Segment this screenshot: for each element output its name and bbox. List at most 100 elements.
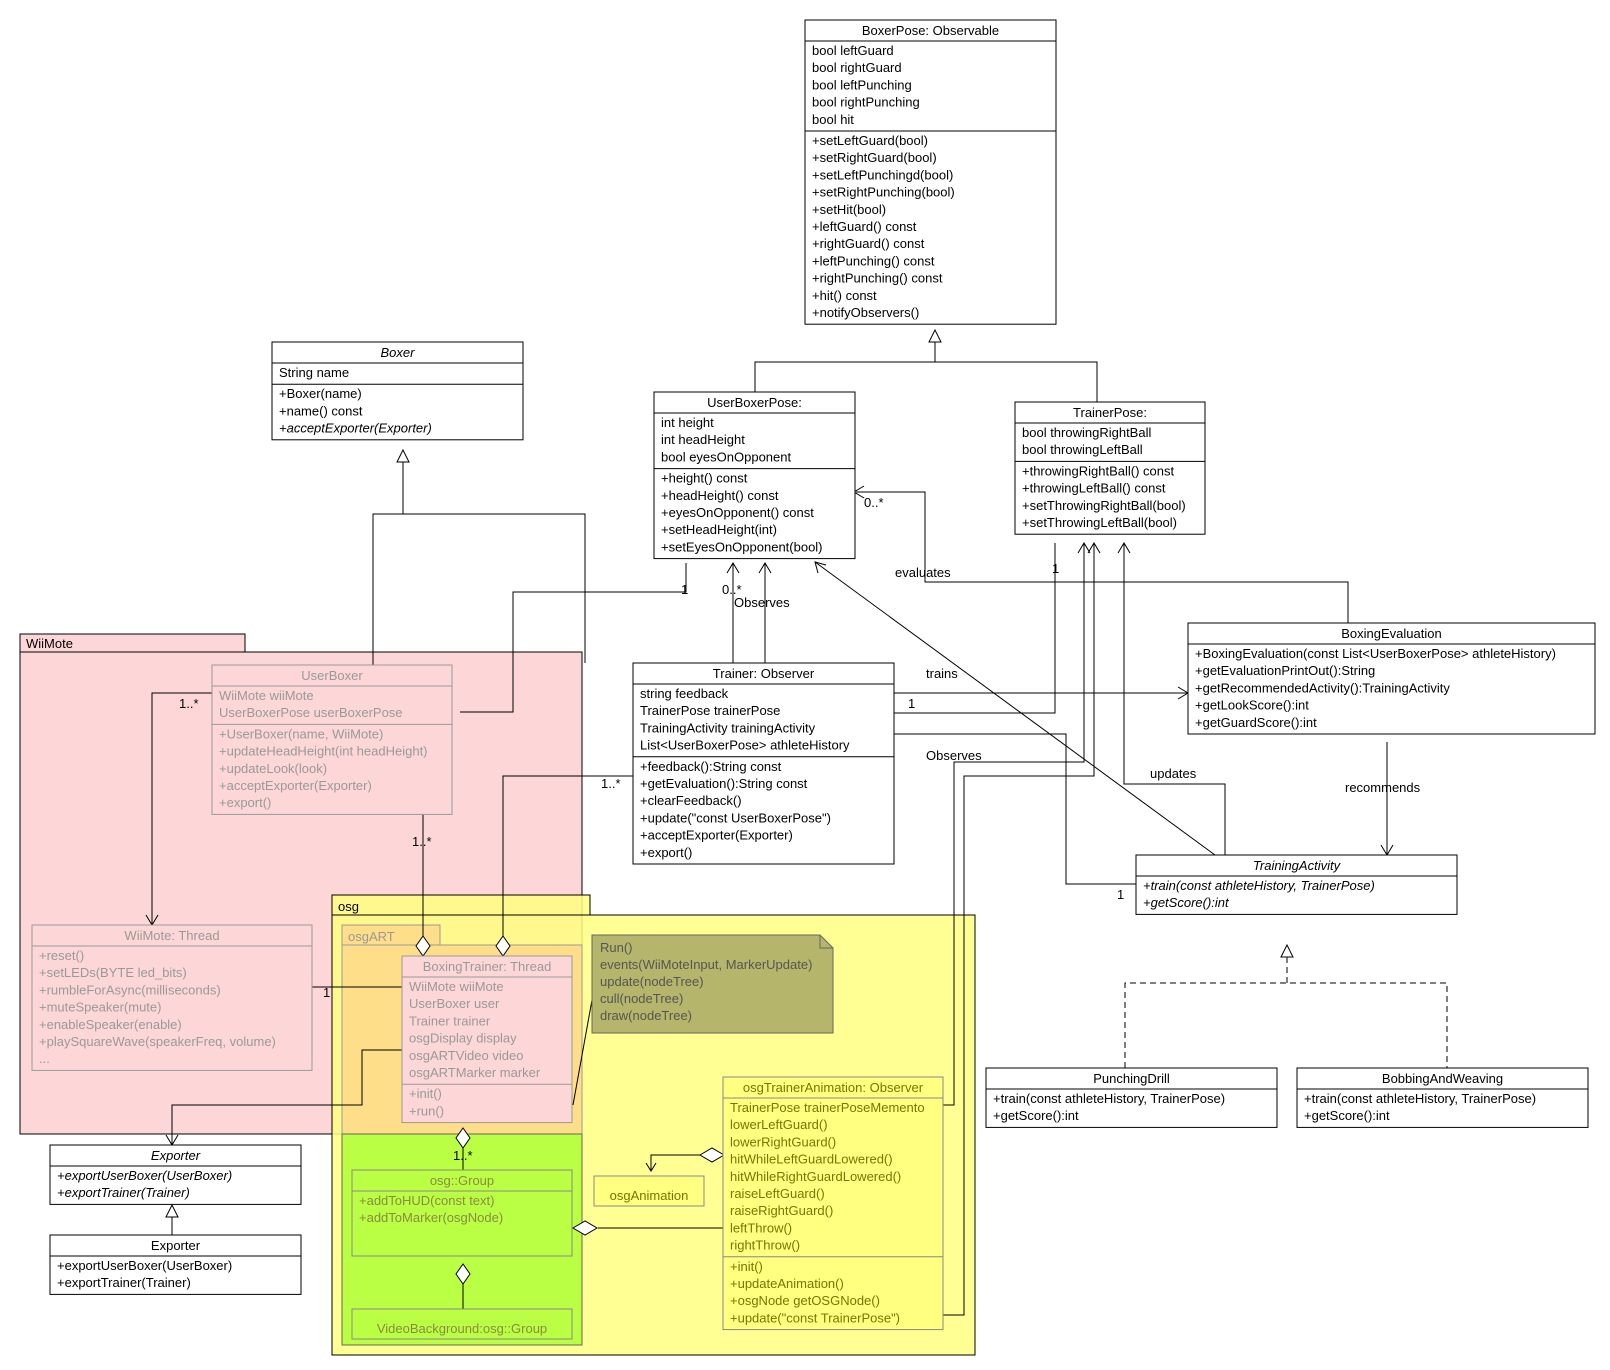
class-attribute: raiseRightGuard(): [730, 1203, 833, 1218]
class-attribute: WiiMote wiiMote: [409, 979, 504, 994]
class-method: +acceptExporter(Exporter): [640, 828, 793, 843]
class-method: +notifyObservers(): [812, 305, 919, 320]
class-title: osgAnimation: [610, 1188, 689, 1203]
class-method: +addToHUD(const text): [359, 1193, 494, 1208]
evaluates-link: [856, 491, 1349, 623]
note-line: draw(nodeTree): [600, 1008, 692, 1023]
class-attribute: string feedback: [640, 686, 729, 701]
class-attribute: bool hit: [812, 112, 854, 127]
class-attribute: osgARTMarker marker: [409, 1065, 541, 1080]
class-attribute: osgARTVideo video: [409, 1048, 523, 1063]
class-title: Trainer: Observer: [713, 666, 815, 681]
note-line: events(WiiMoteInput, MarkerUpdate): [600, 957, 812, 972]
class-method: +export(): [640, 845, 692, 860]
class-attribute: int headHeight: [661, 432, 745, 447]
class-method: +getEvaluation():String const: [640, 776, 808, 791]
class-method: +setLEDs(BYTE led_bits): [39, 965, 187, 980]
label-updates: updates: [1150, 766, 1197, 781]
class-method: +getScore():int: [1143, 895, 1230, 910]
label-trains: trains: [926, 666, 958, 681]
class-method: +exportUserBoxer(UserBoxer): [57, 1168, 232, 1183]
class-exporter-abstract: Exporter+exportUserBoxer(UserBoxer)+expo…: [49, 1144, 302, 1205]
class-attribute: lowerLeftGuard(): [730, 1117, 828, 1132]
label-m-1-c: 1: [908, 696, 915, 711]
class-attribute: bool rightPunching: [812, 95, 920, 110]
class-osg-group: osg::Group+addToHUD(const text)+addToMar…: [351, 1169, 573, 1257]
class-method: +update("const UserBoxerPose"): [640, 810, 831, 825]
class-attribute: bool eyesOnOpponent: [661, 449, 791, 464]
class-title: TrainingActivity: [1253, 858, 1342, 873]
class-method: +UserBoxer(name, WiiMote): [219, 726, 383, 741]
label-observes-1: Observes: [734, 595, 790, 610]
package-wiimote-label: WiiMote: [26, 636, 73, 651]
class-title: Exporter: [151, 1238, 201, 1253]
class-method: +train(const athleteHistory, TrainerPose…: [993, 1091, 1225, 1106]
class-method: +train(const athleteHistory, TrainerPose…: [1304, 1091, 1536, 1106]
class-attribute: osgDisplay display: [409, 1031, 517, 1046]
class-method: ...: [39, 1051, 50, 1066]
class-method: +Boxer(name): [279, 386, 362, 401]
class-attribute: rightThrow(): [730, 1238, 800, 1253]
class-attribute: TrainerPose trainerPoseMemento: [730, 1100, 925, 1115]
label-evaluates: evaluates: [895, 565, 951, 580]
pose-generalization-link: [754, 361, 1098, 402]
class-attribute: List<UserBoxerPose> athleteHistory: [640, 738, 850, 753]
class-method: +getScore():int: [1304, 1108, 1390, 1123]
class-method: +exportTrainer(Trainer): [57, 1185, 190, 1200]
class-method: +throwingRightBall() const: [1022, 463, 1174, 478]
class-method: +getScore():int: [993, 1108, 1079, 1123]
class-method: +playSquareWave(speakerFreq, volume): [39, 1034, 276, 1049]
class-title: BoxerPose: Observable: [862, 23, 999, 38]
class-title: osg::Group: [430, 1173, 494, 1188]
class-method: +setThrowingRightBall(bool): [1022, 498, 1186, 513]
note-line: cull(nodeTree): [600, 991, 683, 1006]
class-method: +acceptExporter(Exporter): [219, 778, 372, 793]
class-method: +reset(): [39, 948, 84, 963]
trainer-pose-link: [830, 543, 1056, 714]
updates-link: [1123, 543, 1226, 855]
package-osg-label: osg: [338, 899, 359, 914]
label-m-1star-a: 1..*: [179, 696, 199, 711]
activity-trains-pose-link: [814, 561, 1216, 856]
class-method: +headHeight() const: [661, 488, 779, 503]
class-method: +clearFeedback(): [640, 793, 742, 808]
class-osg-animation: osgAnimation: [593, 1175, 705, 1207]
boxerpose-inherit-arrow: [928, 328, 942, 343]
class-method: +addToMarker(osgNode): [359, 1210, 503, 1225]
class-method: +getRecommendedActivity():TrainingActivi…: [1195, 680, 1450, 695]
class-method: +rumbleForAsync(milliseconds): [39, 982, 221, 997]
class-method: +acceptExporter(Exporter): [279, 421, 432, 436]
class-attribute: bool throwingLeftBall: [1022, 442, 1143, 457]
class-method: +setLeftPunchingd(bool): [812, 167, 953, 182]
label-m-1star-c: 1..*: [601, 776, 621, 791]
class-method: +exportTrainer(Trainer): [57, 1275, 191, 1290]
class-attribute: Trainer trainer: [409, 1013, 491, 1028]
class-training-activity: TrainingActivity+train(const athleteHist…: [1135, 854, 1458, 915]
class-attribute: leftThrow(): [730, 1220, 792, 1235]
connectors: [145, 328, 1448, 1326]
class-method: +rightGuard() const: [812, 236, 925, 251]
userboxer-wiimote-link: [151, 692, 212, 925]
class-attribute: lowerRightGuard(): [730, 1134, 836, 1149]
class-attribute: hitWhileRightGuardLowered(): [730, 1169, 901, 1184]
class-title: BoxingEvaluation: [1341, 626, 1441, 641]
class-title: VideoBackground:osg::Group: [377, 1321, 547, 1336]
class-method: +init(): [409, 1086, 442, 1101]
animation-observes-link: [943, 543, 1085, 1106]
class-attribute: String name: [279, 365, 349, 380]
class-exporter: Exporter+exportUserBoxer(UserBoxer)+expo…: [49, 1234, 302, 1295]
class-attribute: hitWhileLeftGuardLowered(): [730, 1152, 893, 1167]
class-method: +height() const: [661, 471, 748, 486]
class-method: +updateAnimation(): [730, 1276, 844, 1291]
realization-link: [1124, 982, 1448, 1068]
trainer-activity-link: [870, 733, 1136, 885]
class-method: +init(): [730, 1259, 763, 1274]
class-method: +setLeftGuard(bool): [812, 133, 928, 148]
class-video-background: VideoBackground:osg::Group: [351, 1308, 573, 1340]
